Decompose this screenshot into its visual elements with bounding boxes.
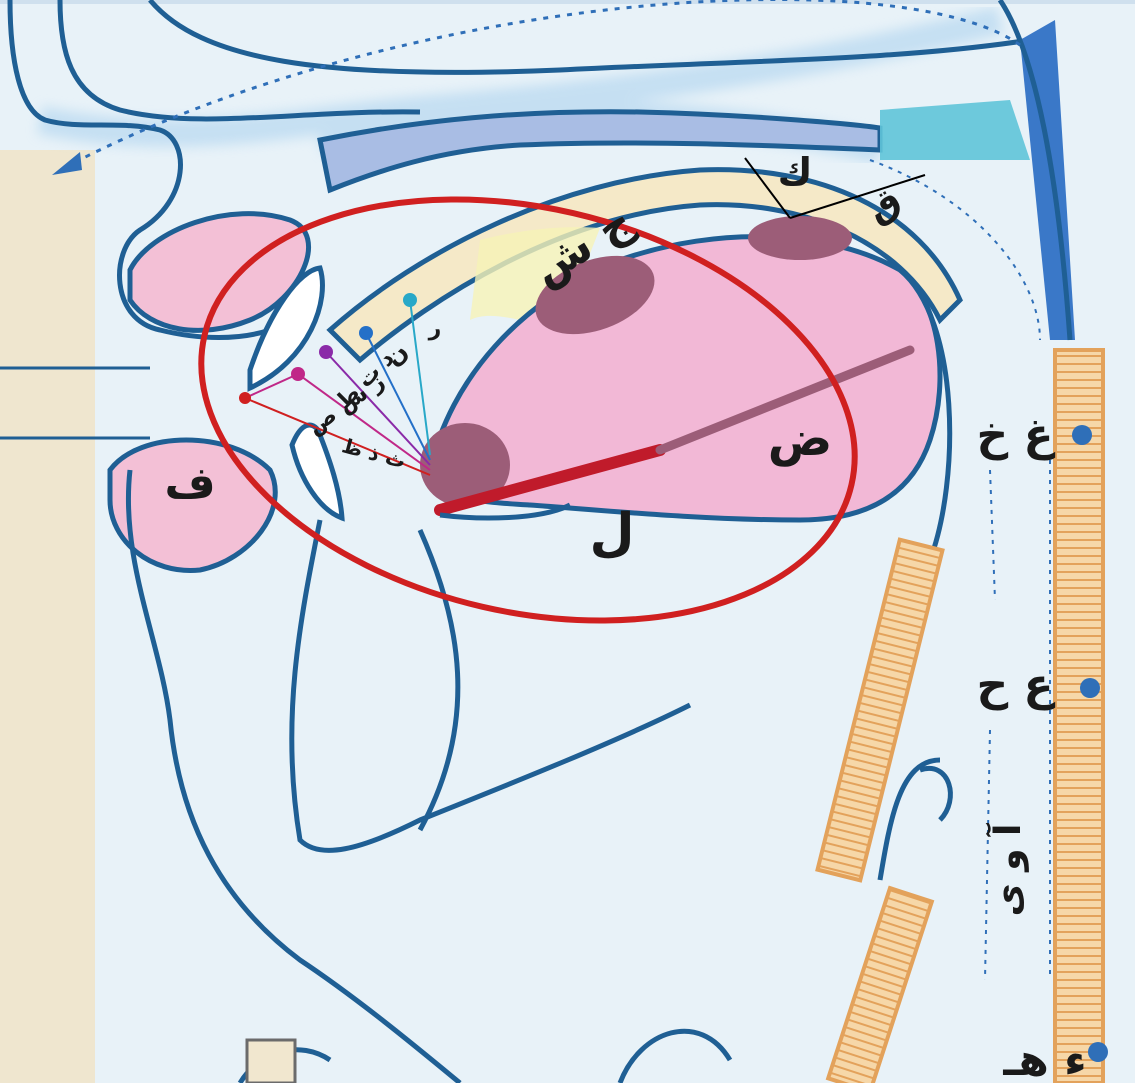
label-dad: ض (768, 411, 833, 467)
dot-marker (1080, 678, 1100, 698)
dot-marker (1072, 425, 1092, 445)
label-lam: ل (589, 503, 634, 563)
label-kaf: ك (778, 150, 813, 194)
page-edge (0, 150, 95, 1083)
label-ra: ر (428, 316, 442, 341)
nasopharynx (880, 100, 1030, 160)
label-ghain-kha: غ خ (976, 410, 1055, 461)
dot-marker (1088, 1042, 1108, 1062)
label-hamza-ha: ء هـ (1002, 1035, 1086, 1083)
legend-box (247, 1040, 295, 1083)
label-ain-haa: ع ح (976, 660, 1055, 711)
larynx-column (1055, 350, 1103, 1083)
velum-contact (748, 216, 852, 260)
label-fa: ف (164, 458, 215, 509)
label-madd: آ و ى (985, 822, 1029, 916)
